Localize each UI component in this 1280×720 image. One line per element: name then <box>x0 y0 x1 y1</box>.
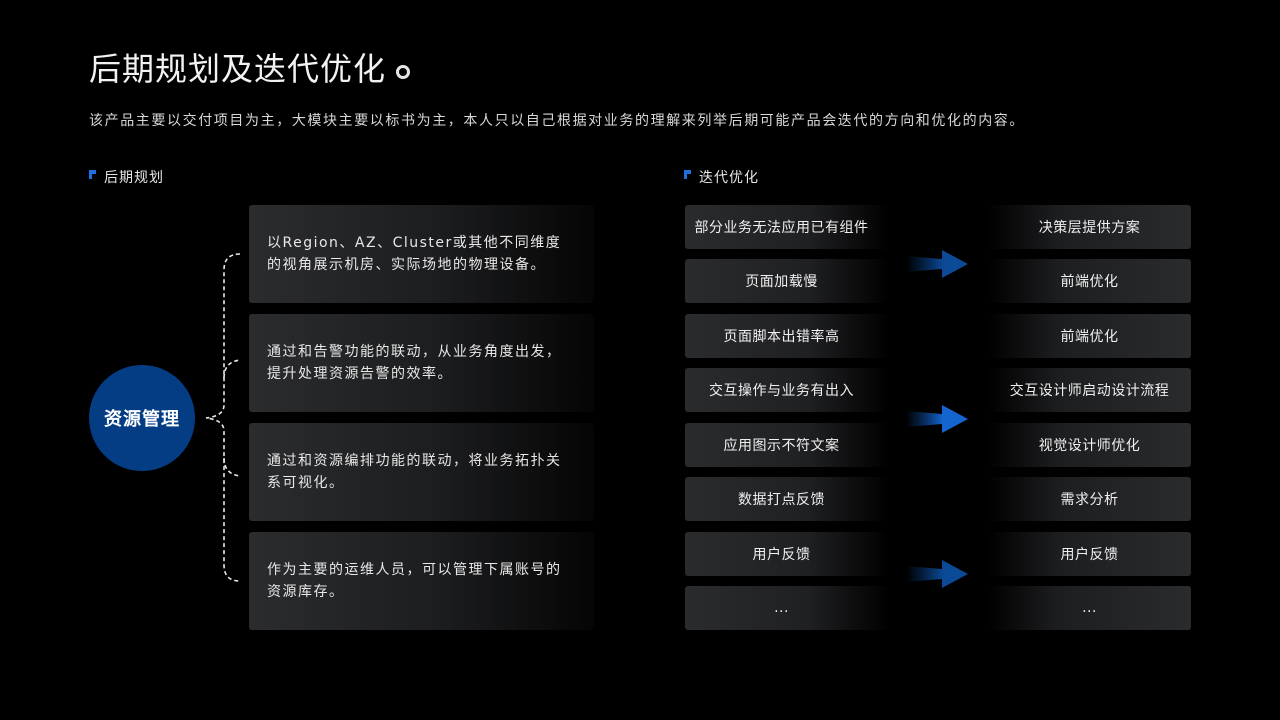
problem-card: 用户反馈 <box>685 532 890 576</box>
dashed-brace-connector <box>205 253 241 582</box>
page-title-text: 后期规划及迭代优化 <box>89 50 387 88</box>
problem-card: 交互操作与业务有出入 <box>685 368 890 412</box>
solution-text: 视觉设计师优化 <box>1038 438 1141 454</box>
problem-card: 部分业务无法应用已有组件 <box>685 205 890 249</box>
arrow-right-icon <box>906 405 968 433</box>
solution-card: 决策层提供方案 <box>988 205 1191 249</box>
corner-mark-icon <box>89 169 96 179</box>
plan-card-1: 以Region、AZ、Cluster或其他不同维度的视角展示机房、实际场地的物理… <box>249 205 594 303</box>
problem-text: 页面加载慢 <box>745 274 818 290</box>
section-label-plan-text: 后期规划 <box>104 170 164 186</box>
problem-text: ... <box>774 600 789 616</box>
solution-card: 交互设计师启动设计流程 <box>988 368 1191 412</box>
solution-card: 前端优化 <box>988 259 1191 303</box>
plan-card-text: 作为主要的运维人员，可以管理下属账号的资源库存。 <box>267 562 562 600</box>
problem-card: ... <box>685 586 890 630</box>
problem-text: 数据打点反馈 <box>738 492 825 508</box>
problem-card: 数据打点反馈 <box>685 477 890 521</box>
resource-management-node: 资源管理 <box>89 365 195 471</box>
section-label-optimize: 迭代优化 <box>684 167 759 187</box>
solution-card: 视觉设计师优化 <box>988 423 1191 467</box>
plan-card-text: 通过和资源编排功能的联动，将业务拓扑关系可视化。 <box>267 453 562 491</box>
circle-dot-icon <box>396 65 411 79</box>
problem-text: 部分业务无法应用已有组件 <box>694 220 869 236</box>
section-label-plan: 后期规划 <box>89 167 164 187</box>
section-label-optimize-text: 迭代优化 <box>699 170 759 186</box>
problem-text: 交互操作与业务有出入 <box>709 383 854 399</box>
problem-text: 页面脚本出错率高 <box>723 329 840 345</box>
solution-card: 前端优化 <box>988 314 1191 358</box>
page-title: 后期规划及迭代优化 <box>89 44 411 90</box>
solution-text: 用户反馈 <box>1060 547 1119 563</box>
center-node-label: 资源管理 <box>104 409 180 430</box>
problem-card: 页面加载慢 <box>685 259 890 303</box>
plan-card-3: 通过和资源编排功能的联动，将业务拓扑关系可视化。 <box>249 423 594 521</box>
problem-card: 应用图示不符文案 <box>685 423 890 467</box>
plan-card-4: 作为主要的运维人员，可以管理下属账号的资源库存。 <box>249 532 594 630</box>
arrow-right-icon <box>906 250 968 278</box>
solution-text: 决策层提供方案 <box>1038 220 1141 236</box>
corner-mark-icon <box>684 169 691 179</box>
solution-card: ... <box>988 586 1191 630</box>
problem-text: 应用图示不符文案 <box>723 438 840 454</box>
solution-text: 交互设计师启动设计流程 <box>1009 383 1170 399</box>
solution-text: 前端优化 <box>1060 329 1119 345</box>
problem-text: 用户反馈 <box>752 547 811 563</box>
solution-text: ... <box>1082 600 1097 616</box>
solution-text: 前端优化 <box>1060 274 1119 290</box>
arrow-right-icon <box>906 560 968 588</box>
page-subtitle: 该产品主要以交付项目为主，大模块主要以标书为主，本人只以自己根据对业务的理解来列… <box>89 113 1025 129</box>
plan-card-text: 通过和告警功能的联动，从业务角度出发，提升处理资源告警的效率。 <box>267 344 562 382</box>
problem-card: 页面脚本出错率高 <box>685 314 890 358</box>
solution-text: 需求分析 <box>1060 492 1119 508</box>
plan-card-2: 通过和告警功能的联动，从业务角度出发，提升处理资源告警的效率。 <box>249 314 594 412</box>
plan-card-text: 以Region、AZ、Cluster或其他不同维度的视角展示机房、实际场地的物理… <box>267 235 562 273</box>
solution-card: 需求分析 <box>988 477 1191 521</box>
solution-card: 用户反馈 <box>988 532 1191 576</box>
